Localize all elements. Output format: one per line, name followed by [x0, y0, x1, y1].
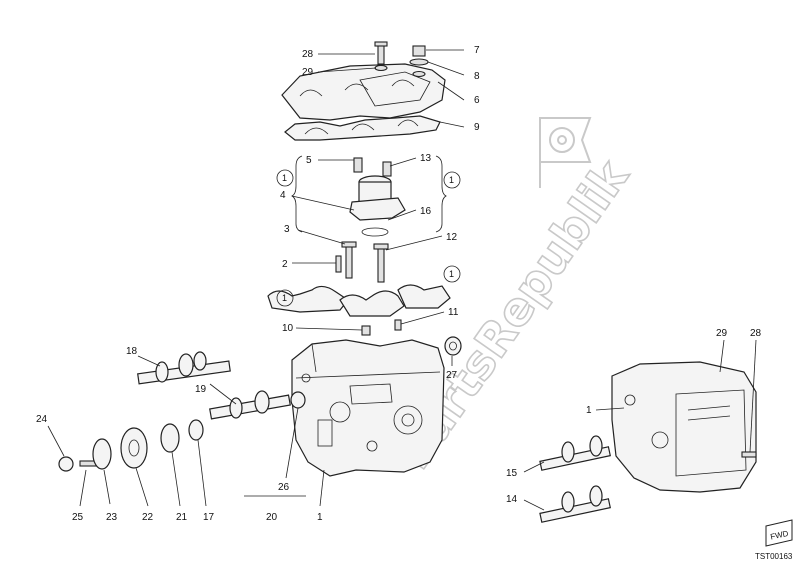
- callout-18: 18: [126, 346, 138, 357]
- spacer-21: [160, 423, 180, 453]
- callout-4: 4: [280, 190, 286, 201]
- svg-text:1: 1: [449, 175, 454, 185]
- callout-5: 5: [306, 155, 312, 166]
- callout-7: 7: [474, 45, 480, 56]
- callout-24: 24: [36, 414, 48, 425]
- fwd-label: FWD: [770, 529, 790, 542]
- callout-2: 2: [282, 259, 288, 270]
- fwd-arrow-icon: FWD: [765, 519, 793, 547]
- callout-28-right: 28: [750, 328, 762, 339]
- callout-13: 13: [420, 153, 432, 164]
- studs: [335, 241, 389, 283]
- dowel-10: [361, 325, 371, 336]
- circled-ref-top-left: 1: [276, 169, 294, 187]
- pulley-22: [120, 427, 148, 469]
- callout-14: 14: [506, 494, 518, 505]
- camshaft-15: [539, 435, 611, 471]
- gear-flag-icon: [539, 117, 592, 188]
- callout-25: 25: [72, 512, 84, 523]
- circled-ref-mid-right: 1: [443, 265, 461, 283]
- cover-gasket-9: [284, 115, 441, 141]
- callout-15: 15: [506, 468, 518, 479]
- svg-text:1: 1: [282, 173, 287, 183]
- circled-references: 1 1 1 1: [276, 169, 461, 307]
- bracket-left: [291, 155, 303, 233]
- cover-bolt-28: [374, 41, 388, 72]
- callout-16: 16: [420, 206, 432, 217]
- callout-29-right: 29: [716, 328, 728, 339]
- callout-8: 8: [474, 71, 480, 82]
- svg-text:1: 1: [282, 293, 287, 303]
- callout-23: 23: [106, 512, 118, 523]
- callout-10: 10: [282, 323, 294, 334]
- bolt-25: [79, 460, 97, 467]
- callout-29-top: 29: [302, 67, 314, 78]
- drawing-code: TST00163: [755, 552, 793, 561]
- callout-19: 19: [195, 384, 207, 395]
- bracket-right: [435, 155, 447, 233]
- plug-27: [444, 336, 462, 356]
- callout-1-left: 1: [317, 512, 323, 523]
- dowel-11: [394, 319, 402, 331]
- camshaft-14: [539, 485, 611, 523]
- callout-3: 3: [284, 224, 290, 235]
- camshaft-18: [137, 351, 231, 385]
- callout-numbers: 28 29 7 8 6 9 5 13 4 16 3 12 2 10 11 18 …: [36, 45, 762, 523]
- circled-ref-top-right: 1: [443, 171, 461, 189]
- svg-text:1: 1: [449, 269, 454, 279]
- callout-17: 17: [203, 512, 215, 523]
- cylinder-head-left: [291, 339, 445, 477]
- callout-11: 11: [448, 307, 459, 318]
- callout-20: 20: [266, 512, 278, 523]
- leader-lines: [47, 49, 757, 511]
- callout-26: 26: [278, 482, 290, 493]
- callout-6: 6: [474, 95, 480, 106]
- callout-28-top: 28: [302, 49, 314, 60]
- circled-ref-mid-left: 1: [276, 289, 294, 307]
- plug-26: [290, 391, 306, 409]
- seal-17: [188, 419, 204, 441]
- callout-22: 22: [142, 512, 154, 523]
- cam-caps: [267, 284, 451, 317]
- washer-23: [92, 438, 112, 470]
- callout-21: 21: [176, 512, 188, 523]
- callout-27: 27: [446, 370, 458, 381]
- callout-12: 12: [446, 232, 458, 243]
- callout-9: 9: [474, 122, 480, 133]
- outlet-housing: [349, 157, 406, 237]
- cylinder-head-right: [611, 361, 757, 493]
- nut-24: [58, 456, 74, 472]
- valve-cover: [281, 63, 446, 121]
- callout-1-right: 1: [586, 405, 592, 416]
- camshaft-19: [209, 390, 291, 420]
